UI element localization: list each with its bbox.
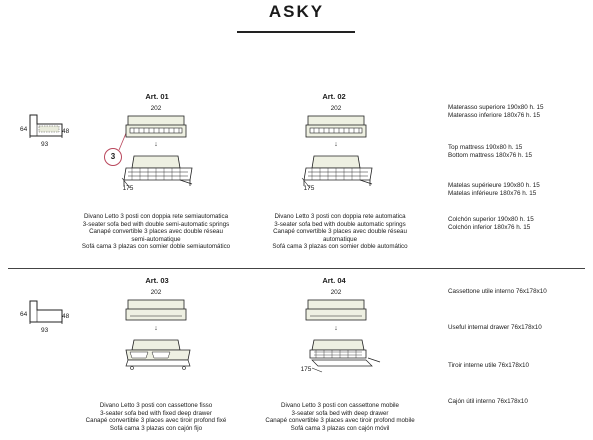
art-01-down-arrow-icon: ↓: [154, 141, 158, 148]
art-01-width: 202: [150, 105, 162, 112]
side-profile-drawing-bottom: [29, 300, 63, 324]
section-divider: [8, 268, 585, 269]
art-02-sofa-open-drawing: [301, 155, 373, 189]
art-01-sofa-front-drawing: [125, 115, 187, 138]
page-title: ASKY: [268, 2, 325, 21]
side-profile-drawing-top: [29, 114, 63, 138]
art-03-sofa-open-drawing: [125, 339, 191, 370]
art-04-caption: Divano Letto 3 posti con cassettone mobi…: [265, 402, 415, 432]
art-03-caption: Divano Letto 3 posti con cassettone fiss…: [85, 402, 227, 432]
art-04-sofa-open-drawing: [309, 339, 381, 373]
side-depth-bottom: 93: [41, 327, 49, 334]
art-04-open-depth: 175: [300, 366, 312, 373]
art-03-sofa-front-drawing: [125, 299, 187, 321]
side-height-back-bottom: 64: [20, 311, 28, 318]
drawer-note-it: Cassettone utile interno 76x178x10: [448, 288, 547, 295]
drawer-note-es: Cajón útil interno 76x178x10: [448, 398, 528, 405]
mattress-note-fr: Matelas supérieure 190x80 h. 15 Matelas …: [448, 182, 540, 197]
art-01-open-depth: 175: [122, 185, 134, 192]
side-height-back: 64: [20, 126, 28, 133]
art-01-label: Art. 01: [145, 92, 169, 101]
art-04-sofa-front-drawing: [305, 299, 367, 321]
drawer-note-fr: Tiroir interne utile 76x178x10: [448, 362, 529, 369]
side-height-seat: 48: [62, 128, 70, 135]
title-underline: [237, 31, 355, 33]
art-03-width: 202: [150, 289, 162, 296]
art-04-down-arrow-icon: ↓: [334, 325, 338, 332]
art-02-caption: Divano Letto 3 posti con doppia rete aut…: [272, 213, 408, 251]
art-02-sofa-front-drawing: [305, 115, 367, 138]
mattress-note-en: Top mattress 190x80 h. 15 Bottom mattres…: [448, 144, 533, 159]
side-height-seat-bottom: 48: [62, 313, 70, 320]
mattress-note-it: Materasso superiore 190x80 h. 15 Materas…: [448, 104, 544, 119]
mattress-note-es: Colchón superior 190x80 h. 15 Colchón in…: [448, 216, 534, 231]
drawer-note-en: Useful internal drawer 76x178x10: [448, 324, 542, 331]
art-04-label: Art. 04: [322, 276, 346, 285]
callout-circle: 3: [104, 148, 122, 166]
side-depth: 93: [41, 141, 49, 148]
art-01-sofa-open-drawing: [121, 155, 193, 189]
art-03-down-arrow-icon: ↓: [154, 325, 158, 332]
art-02-down-arrow-icon: ↓: [334, 141, 338, 148]
art-01-caption: Divano Letto 3 posti con doppia rete sem…: [81, 213, 231, 251]
callout-number: 3: [110, 152, 116, 161]
art-03-label: Art. 03: [145, 276, 169, 285]
art-02-width: 202: [330, 105, 342, 112]
art-04-width: 202: [330, 289, 342, 296]
art-02-open-depth: 175: [303, 185, 315, 192]
art-02-label: Art. 02: [322, 92, 346, 101]
